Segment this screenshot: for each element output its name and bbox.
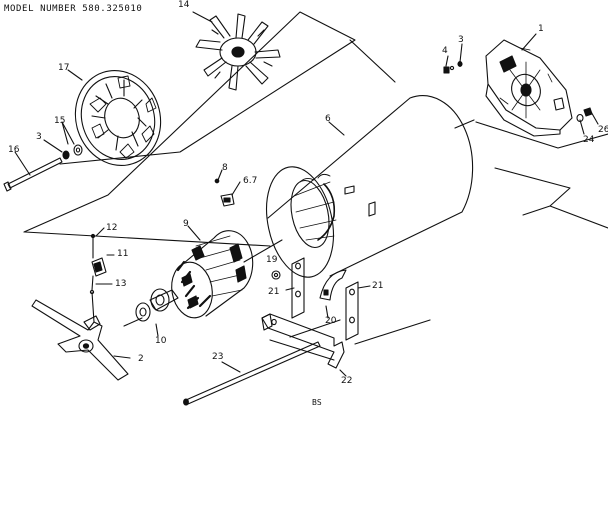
end-bell-screw — [443, 43, 463, 74]
callout-6-7: 6.7 — [243, 176, 258, 186]
rotor-armature — [171, 225, 283, 319]
terminal-clip — [214, 169, 241, 207]
callout-1: 1 — [538, 24, 544, 34]
callout-23: 23 — [212, 352, 224, 362]
end-bell-hardware — [576, 107, 599, 135]
callout-3: 3 — [36, 132, 42, 142]
callout-19: 19 — [266, 255, 278, 265]
figure-code: BS — [312, 398, 322, 407]
through-bolt — [3, 151, 63, 192]
callout-22: 22 — [341, 376, 353, 386]
callout-11: 11 — [117, 249, 129, 259]
end-bell — [485, 33, 573, 137]
callout-10: 10 — [155, 336, 167, 346]
callout-20: 20 — [325, 316, 337, 326]
callout-12: 12 — [106, 223, 118, 233]
fan-shroud — [67, 69, 162, 167]
long-stud — [183, 341, 321, 406]
callout-4: 4 — [442, 46, 448, 56]
assembly-outline — [23, 11, 608, 345]
washers — [43, 121, 83, 160]
centrifugal-switch — [89, 227, 115, 323]
callout-8: 8 — [222, 163, 228, 173]
base-bracket — [261, 313, 347, 377]
clamp-clip — [319, 269, 347, 319]
callout-16: 16 — [8, 145, 20, 155]
callout-6: 6 — [325, 114, 331, 124]
model-number-label: MODEL NUMBER 580.325010 — [4, 4, 143, 14]
callout-14: 14 — [178, 0, 190, 10]
callout-21-left: 21 — [268, 287, 280, 297]
motor-housing — [266, 95, 475, 278]
callout-2: 2 — [138, 354, 144, 364]
callout-15: 15 — [54, 116, 66, 126]
shaft-bearing — [123, 288, 179, 337]
callout-3-top: 3 — [458, 35, 464, 45]
callout-13: 13 — [115, 279, 127, 289]
nut — [271, 270, 281, 280]
fan-blade — [192, 11, 281, 91]
callout-26: 26 — [598, 125, 608, 135]
callout-9: 9 — [183, 219, 189, 229]
mounting-strap-right — [345, 281, 371, 341]
switch-actuator — [31, 299, 131, 381]
callout-21-right: 21 — [372, 281, 384, 291]
callout-24: 24 — [583, 135, 595, 145]
mounting-strap-left — [285, 257, 305, 319]
callout-17: 17 — [58, 63, 70, 73]
